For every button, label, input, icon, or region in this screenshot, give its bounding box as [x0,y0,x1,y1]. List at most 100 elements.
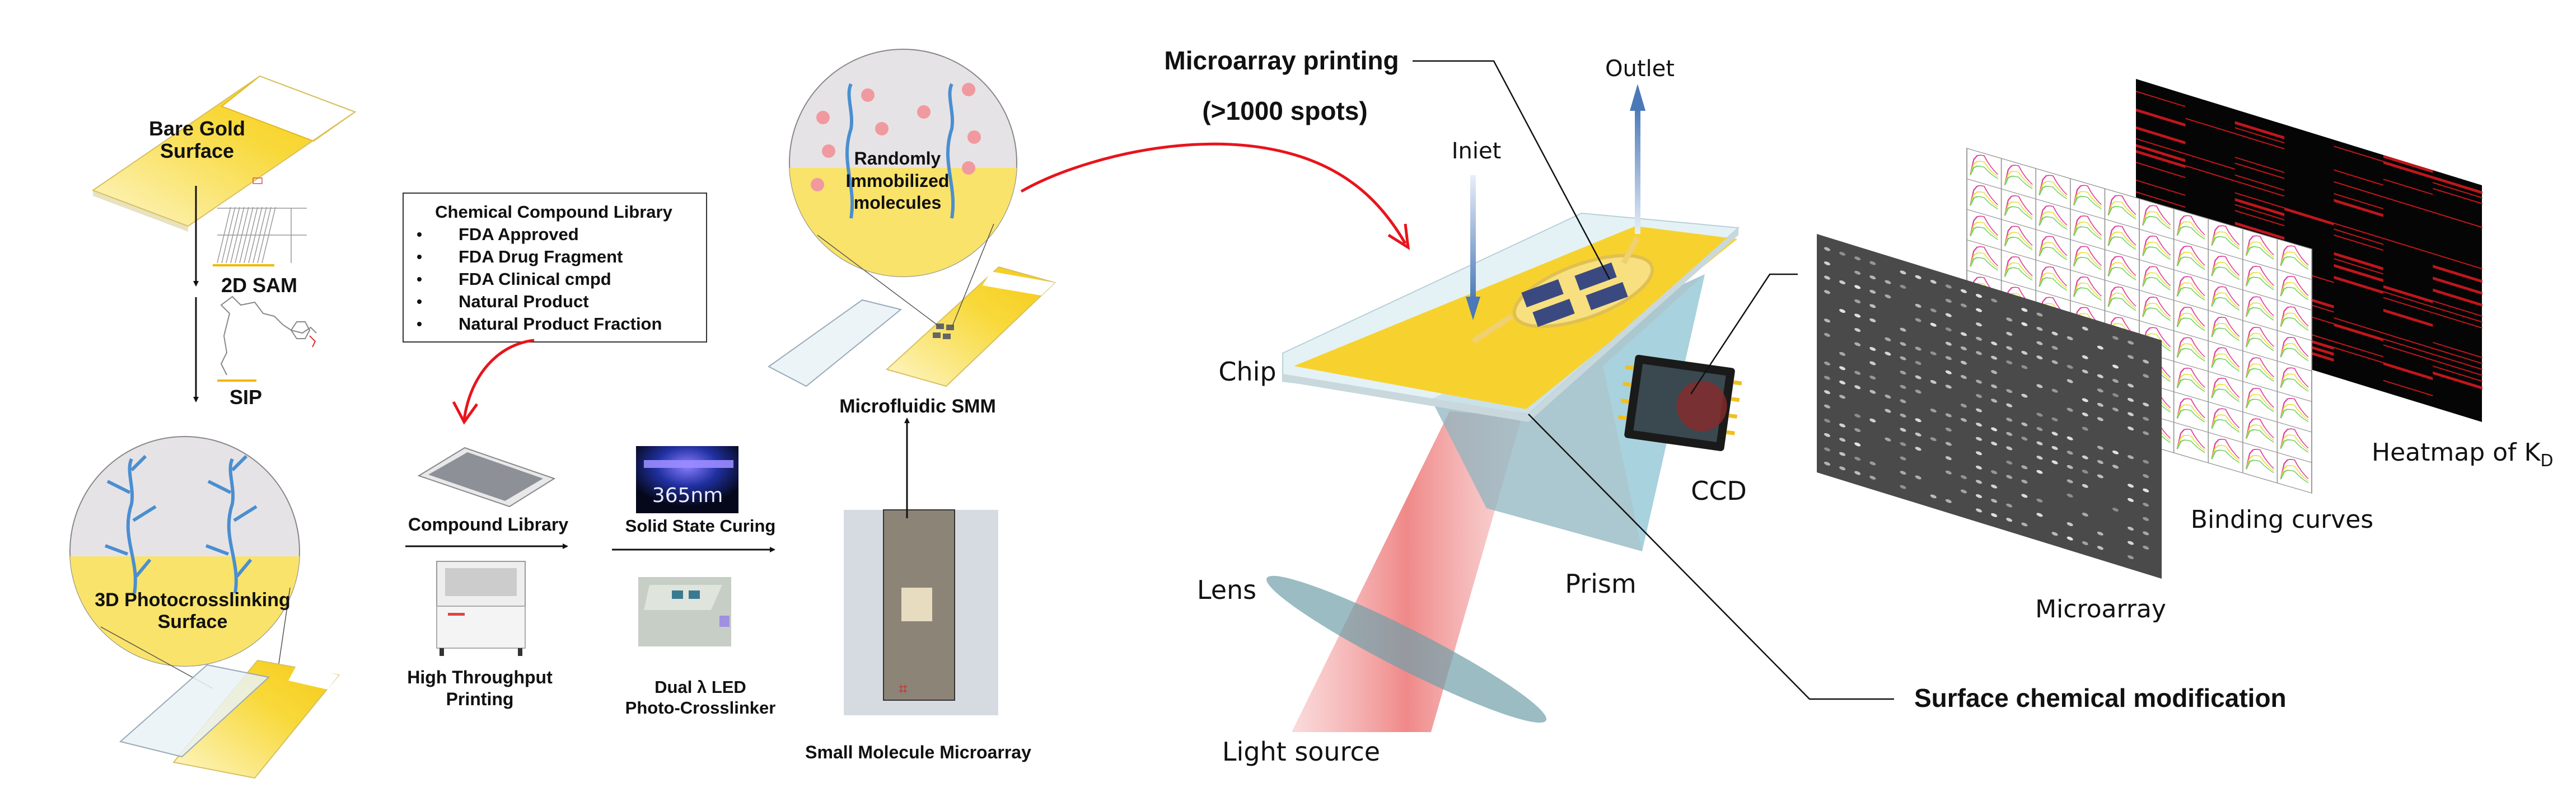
microarray-spot [1824,290,1831,294]
binding-curve [2211,383,2240,400]
binding-curve [2245,265,2275,287]
heatmap-cell [2383,379,2433,396]
microarray-spot [2143,488,2149,493]
microarray-spot [2067,336,2073,340]
binding-curve [2073,215,2102,236]
binding-curve [2280,312,2309,329]
heatmap-cell [2234,174,2285,191]
binding-curve [2004,175,2033,189]
microarray-spot [1930,351,1937,355]
microarray-spot [1854,471,1861,475]
microarray-spot [1824,362,1831,365]
binding-curve [2280,397,2309,419]
heatmap-cell [2433,359,2483,376]
microarray-spot [1824,318,1831,323]
heatmap-cell [2284,207,2334,226]
microarray-spot [2097,531,2103,536]
binding-curve [2176,373,2205,390]
binding-curve [2004,267,2033,281]
microarray-spot [1945,299,1952,303]
microarray-spot [2036,312,2043,317]
binding-curve [1970,257,1998,271]
microarray-spot [2097,388,2103,393]
binding-curve [1970,215,1999,237]
microarray-spot [2128,555,2134,560]
binding-curve [2280,428,2309,449]
microarray-spot [2082,484,2088,488]
microarray-spot [1854,342,1861,346]
binding-curve [2107,266,2136,280]
heatmap-cell [2334,275,2383,294]
microarray-spot [1839,309,1846,313]
heatmap-cell [2433,371,2483,390]
binding-curve [2107,201,2136,218]
microarray-spot [1824,447,1831,452]
heatmap-cell [2334,199,2383,217]
microarray-spot [2112,407,2119,412]
binding-curve [2073,282,2102,299]
heatmap-cell [2433,212,2483,228]
uv-curing-image: 365nm [636,446,738,513]
microarray-spot [1945,385,1952,389]
microarray-spot [1960,404,1967,408]
heatmap-label-subscript: D [2540,451,2553,471]
microarray-spot [1960,489,1967,494]
binding-curve [2142,211,2171,228]
binding-curve [2073,221,2102,238]
light-source-label: Light source [1222,737,1380,767]
binding-curve [2176,256,2205,270]
binding-curve [2280,282,2309,298]
heatmap-cell [2234,210,2285,227]
microarray-spot [2006,461,2013,465]
binding-curve-cell [2173,208,2209,250]
curing-label: Solid State Curing [625,516,776,536]
microarray-spot [2006,446,2013,451]
microarray-spot [2036,513,2043,517]
microarray-spot [2021,393,2028,398]
heatmap-cell [2383,196,2433,213]
microarray-spot [1915,475,1922,480]
bullet-icon [417,299,422,304]
microarray-spot [2128,398,2134,402]
heatmap-cell [2433,341,2483,358]
heatmap-cell [2136,91,2186,107]
microarray-spot [1839,423,1846,428]
microarray-spot [2112,450,2119,454]
heatmap-cell [2334,252,2383,270]
sam-structure-icon [213,177,307,266]
heatmap-cell [2383,308,2433,327]
microarray-spot [1991,427,1998,432]
microarray-spot [1975,480,1983,484]
binding-curve-cell [2276,238,2312,280]
microarray-spot [1900,356,1906,360]
binding-curve [2245,246,2274,260]
heatmap-cell [2234,156,2285,174]
binding-curve [2176,287,2205,301]
microarray-spot [2067,407,2073,412]
heatmap-cell [2383,332,2433,349]
microarray-spot [1960,475,1967,479]
binding-curve [2142,272,2171,289]
microarray-spot [1900,485,1906,489]
microarray-spot [2143,460,2149,464]
smm-label: Small Molecule Microarray [805,742,1031,762]
microarray-spot [1960,303,1967,308]
microarray-spot [2006,418,2013,422]
binding-curve [2211,261,2240,278]
binding-curve [2280,404,2309,420]
binding-curve [2211,444,2240,461]
heatmap-cell [2334,264,2383,283]
heatmap-cell [2136,144,2186,162]
microarray-spot [2067,522,2073,527]
heatmap-cell [2383,338,2433,355]
microarray-spot [1900,342,1906,346]
binding-curve [2142,205,2171,226]
binding-curve [2004,171,2033,187]
microarray-spot [2036,384,2043,388]
binding-curve [2280,470,2309,484]
binding-curve [2176,226,2205,240]
microarray-spot [1824,461,1831,466]
microarray-spot [2128,455,2134,460]
microarray-spot [1945,470,1952,475]
heatmap-label: Heatmap of KD [2372,438,2553,471]
